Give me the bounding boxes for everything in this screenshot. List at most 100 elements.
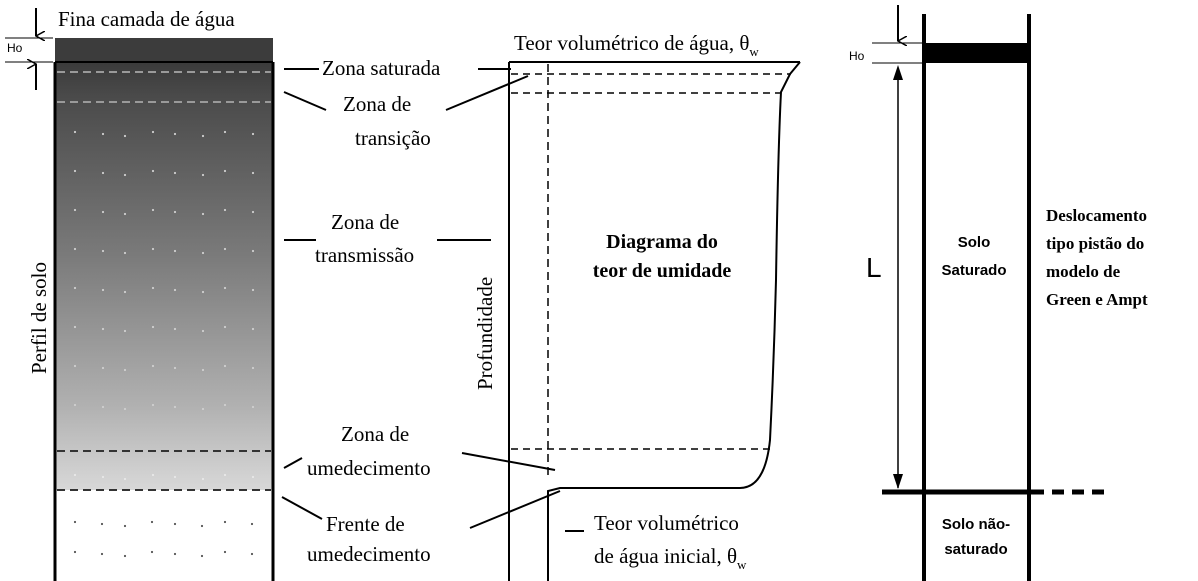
soil-particle-dot bbox=[223, 403, 227, 407]
soil-particle-dot bbox=[101, 249, 105, 253]
soil-particle-dot bbox=[101, 210, 105, 214]
soil-particle-dot bbox=[101, 475, 105, 479]
soil-particle-dot bbox=[251, 327, 255, 331]
soil-particle-dot bbox=[173, 366, 177, 370]
saturated-soil-label-1: Solo bbox=[958, 234, 991, 251]
green-ampt-panel: Ho L Solo Saturado Solo não- saturado De… bbox=[849, 5, 1148, 581]
soil-particle-dot bbox=[101, 327, 105, 331]
dry-soil-region bbox=[55, 490, 273, 581]
soil-particle-dot bbox=[251, 132, 255, 136]
soil-particle-dot bbox=[151, 169, 155, 173]
water-film-label: Fina camada de água bbox=[58, 7, 235, 31]
soil-particle-dot bbox=[201, 407, 205, 411]
soil-particle-dot bbox=[123, 173, 127, 177]
soil-particle-dot bbox=[223, 130, 227, 134]
theta-axis-label: Teor volumétrico de água, θw bbox=[514, 31, 759, 59]
soil-particle-dot bbox=[223, 286, 227, 290]
saturated-zone-label: Zona saturada bbox=[322, 56, 441, 80]
soil-particle-dot bbox=[123, 290, 127, 294]
transition-zone-label-1: Zona de bbox=[343, 92, 411, 116]
soil-particle-dot bbox=[151, 208, 155, 212]
initial-theta-label-2: de água inicial, θw bbox=[594, 544, 747, 572]
soil-particle-dot bbox=[173, 327, 177, 331]
initial-theta-subscript: w bbox=[737, 557, 747, 572]
soil-particle-dot bbox=[73, 286, 77, 290]
soil-particle-dot bbox=[223, 325, 227, 329]
soil-particle-dot bbox=[73, 403, 77, 407]
soil-particle-dot bbox=[123, 524, 127, 528]
soil-particle-dot bbox=[223, 550, 227, 554]
soil-particle-dot bbox=[151, 473, 155, 477]
soil-particle-dot bbox=[73, 169, 77, 173]
front-leader-left bbox=[281, 496, 323, 520]
soil-particle-dot bbox=[100, 522, 104, 526]
soil-particle-dot bbox=[123, 368, 127, 372]
initial-theta-label-1: Teor volumétrico bbox=[594, 511, 739, 535]
soil-particle-dot bbox=[73, 247, 77, 251]
soil-profile-panel: Fina camada de água Ho Perfil de solo Zo… bbox=[5, 7, 561, 581]
soil-particle-dot bbox=[101, 405, 105, 409]
soil-particle-dot bbox=[200, 524, 204, 528]
soil-particle-dot bbox=[251, 475, 255, 479]
soil-particle-dot bbox=[251, 249, 255, 253]
soil-particle-dot bbox=[151, 286, 155, 290]
soil-particle-dot bbox=[251, 210, 255, 214]
soil-particle-dot bbox=[101, 171, 105, 175]
soil-particle-dot bbox=[123, 407, 127, 411]
green-ampt-caption-2: tipo pistão do bbox=[1046, 234, 1144, 253]
soil-particle-dot bbox=[151, 247, 155, 251]
soil-particle-dot bbox=[250, 522, 254, 526]
soil-particle-dot bbox=[123, 251, 127, 255]
moisture-profile-curve bbox=[547, 61, 801, 581]
soil-particle-dot bbox=[173, 171, 177, 175]
depth-l-label: L bbox=[866, 252, 882, 283]
soil-particle-dot bbox=[173, 522, 177, 526]
depth-l-arrow-head-bottom bbox=[893, 474, 903, 489]
soil-particle-dot bbox=[173, 475, 177, 479]
green-ampt-caption-1: Deslocamento bbox=[1046, 206, 1147, 225]
soil-particle-dot bbox=[173, 210, 177, 214]
soil-particle-dot bbox=[73, 208, 77, 212]
front-leader-right bbox=[469, 490, 561, 529]
soil-particle-dot bbox=[100, 552, 104, 556]
soil-particle-dot bbox=[201, 477, 205, 481]
soil-particle-dot bbox=[223, 473, 227, 477]
ho-right-label: Ho bbox=[849, 49, 865, 63]
soil-particle-dot bbox=[173, 288, 177, 292]
soil-particle-dot bbox=[151, 364, 155, 368]
saturated-soil-label-2: Saturado bbox=[941, 262, 1006, 279]
diagram-title-2: teor de umidade bbox=[593, 260, 732, 282]
water-film bbox=[55, 38, 273, 62]
soil-particle-dot bbox=[201, 212, 205, 216]
soil-particle-dot bbox=[223, 169, 227, 173]
soil-particle-dot bbox=[150, 550, 154, 554]
soil-particle-dot bbox=[123, 554, 127, 558]
wetting-zone-label-1: Zona de bbox=[341, 422, 409, 446]
soil-particle-dot bbox=[73, 130, 77, 134]
soil-particle-dot bbox=[101, 132, 105, 136]
soil-particle-dot bbox=[123, 477, 127, 481]
depth-axis-label: Profundidade bbox=[473, 277, 497, 390]
soil-particle-dot bbox=[223, 364, 227, 368]
soil-particle-dot bbox=[223, 247, 227, 251]
transition-leader-left bbox=[283, 91, 327, 111]
soil-particle-dot bbox=[223, 520, 227, 524]
green-ampt-caption-3: modelo de bbox=[1046, 262, 1121, 281]
soil-particle-dot bbox=[251, 405, 255, 409]
soil-particle-dot bbox=[251, 366, 255, 370]
soil-particle-dot bbox=[101, 288, 105, 292]
soil-particle-dot bbox=[173, 552, 177, 556]
soil-particle-dot bbox=[123, 212, 127, 216]
soil-particle-dot bbox=[200, 554, 204, 558]
soil-particle-dot bbox=[201, 290, 205, 294]
soil-particle-dot bbox=[73, 473, 77, 477]
green-ampt-caption-4: Green e Ampt bbox=[1046, 290, 1148, 309]
soil-profile-label: Perfil de solo bbox=[27, 262, 51, 374]
transmission-zone-label-1: Zona de bbox=[331, 210, 399, 234]
transmission-zone-label-2: transmissão bbox=[315, 243, 414, 267]
wetting-zone-label-2: umedecimento bbox=[307, 456, 431, 480]
ho-label: Ho bbox=[7, 41, 23, 55]
moisture-content-diagram: Teor volumétrico de água, θw Profundidad… bbox=[473, 31, 801, 581]
soil-particle-dot bbox=[223, 208, 227, 212]
